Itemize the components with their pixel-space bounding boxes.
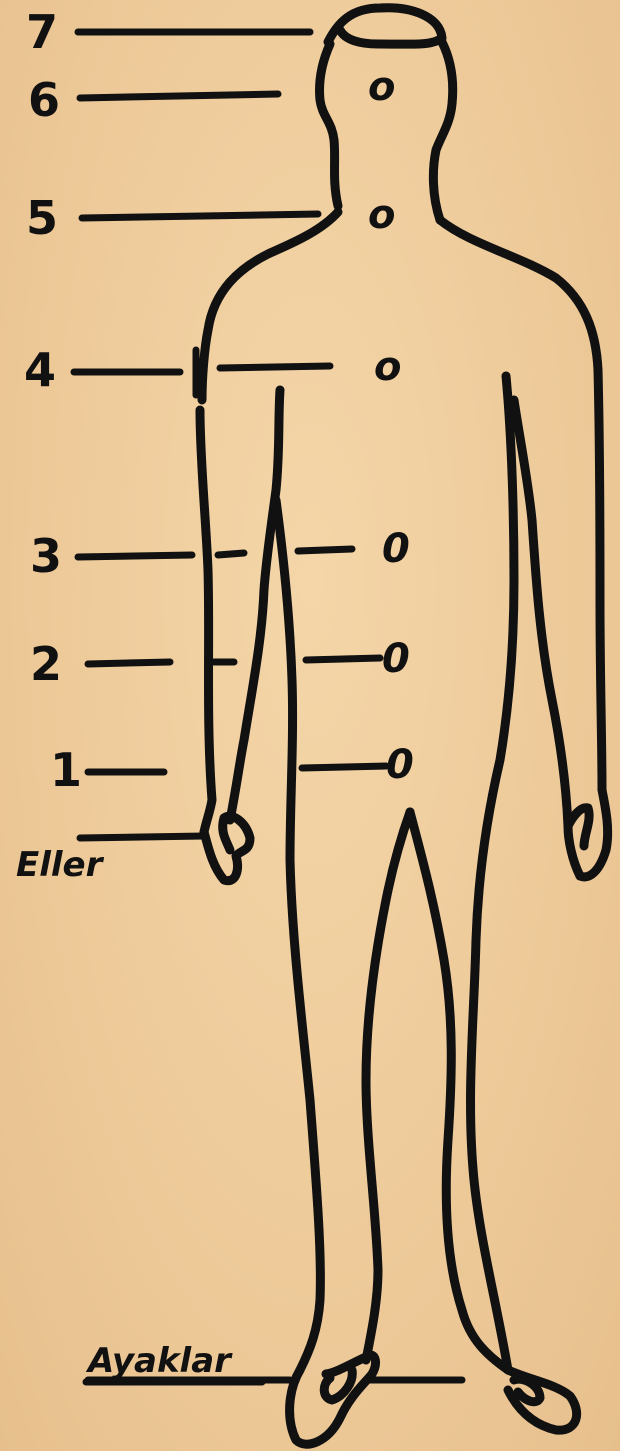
center-marker-5: o (374, 344, 401, 390)
level-label-3: 3 (30, 529, 62, 583)
center-marker-6: o (368, 192, 395, 238)
level-label-7: 7 (26, 5, 58, 59)
leader-line-2c (306, 658, 380, 660)
left-arm-inner (230, 390, 280, 820)
left-arm-outer (200, 410, 212, 832)
level-label-6: 6 (28, 73, 60, 127)
right-shoulder (440, 220, 598, 370)
feet-label: Ayaklar (85, 1341, 233, 1381)
head-right (433, 42, 452, 220)
level-label-1: 1 (50, 743, 82, 797)
leader-line-5 (82, 214, 318, 218)
head-left (319, 44, 338, 206)
right-foot-inner (514, 1379, 540, 1402)
leader-line-hands (80, 836, 204, 838)
level-label-4: 4 (24, 343, 56, 397)
leader-line-2a (88, 662, 170, 664)
leader-line-4c (220, 366, 330, 368)
leader-line-3c (298, 549, 352, 551)
right-arm-outer (580, 370, 608, 877)
leader-line-6 (80, 94, 278, 98)
leader-line-3b (218, 553, 244, 555)
center-marker-3: 0 (382, 636, 410, 682)
level-label-2: 2 (30, 637, 62, 691)
left-shoulder (202, 212, 338, 400)
center-marker-4: 0 (382, 526, 410, 572)
leader-line-1b (302, 766, 386, 768)
leader-line-3a (78, 555, 192, 557)
left-side-torso (276, 500, 320, 1370)
left-hand (204, 816, 250, 880)
right-side-torso (471, 376, 514, 1370)
level-label-5: 5 (26, 191, 58, 245)
center-marker-7: o (368, 64, 395, 110)
left-leg-inner (366, 812, 410, 1360)
head-crown (328, 8, 442, 44)
right-arm-inner (514, 400, 568, 826)
hands-label: Eller (16, 845, 105, 885)
